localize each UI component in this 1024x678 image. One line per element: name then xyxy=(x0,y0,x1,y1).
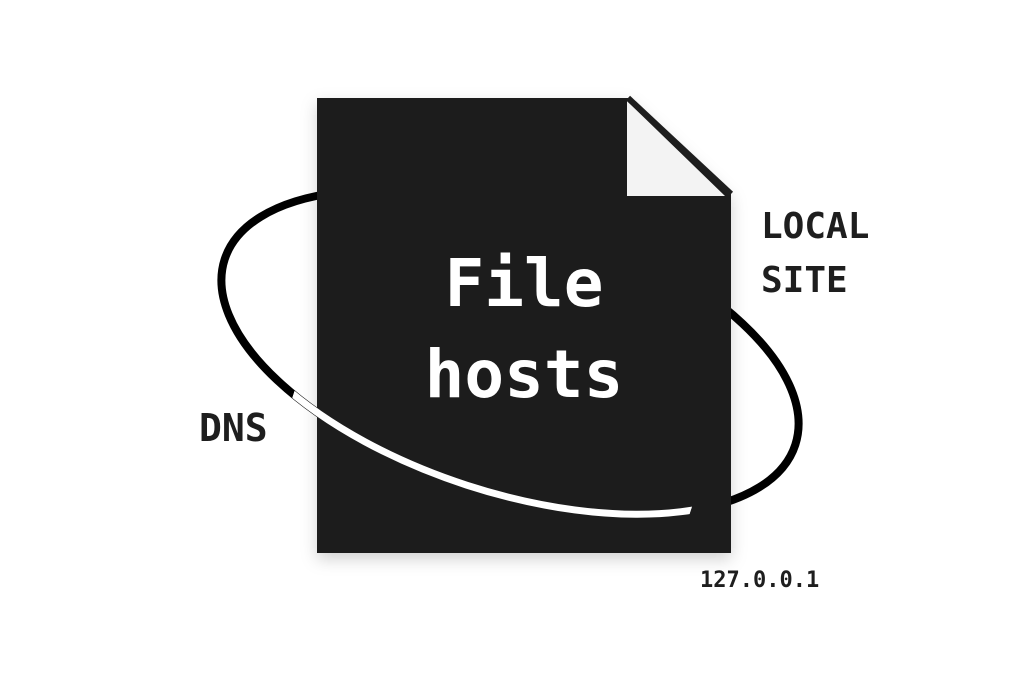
local-site-label: LOCAL SITE xyxy=(761,200,869,308)
dns-label: DNS xyxy=(199,406,268,450)
fold-edge xyxy=(625,95,734,197)
local-site-line1: LOCAL xyxy=(761,206,870,247)
document-title-line2: hosts xyxy=(425,336,624,413)
orbit-ellipse-front xyxy=(264,242,737,518)
document-title-line1: File xyxy=(445,245,604,322)
local-site-line2: SITE xyxy=(761,260,848,301)
ip-label: 127.0.0.1 xyxy=(700,568,820,593)
document-fold-corner xyxy=(627,101,725,196)
document-icon xyxy=(317,98,731,553)
